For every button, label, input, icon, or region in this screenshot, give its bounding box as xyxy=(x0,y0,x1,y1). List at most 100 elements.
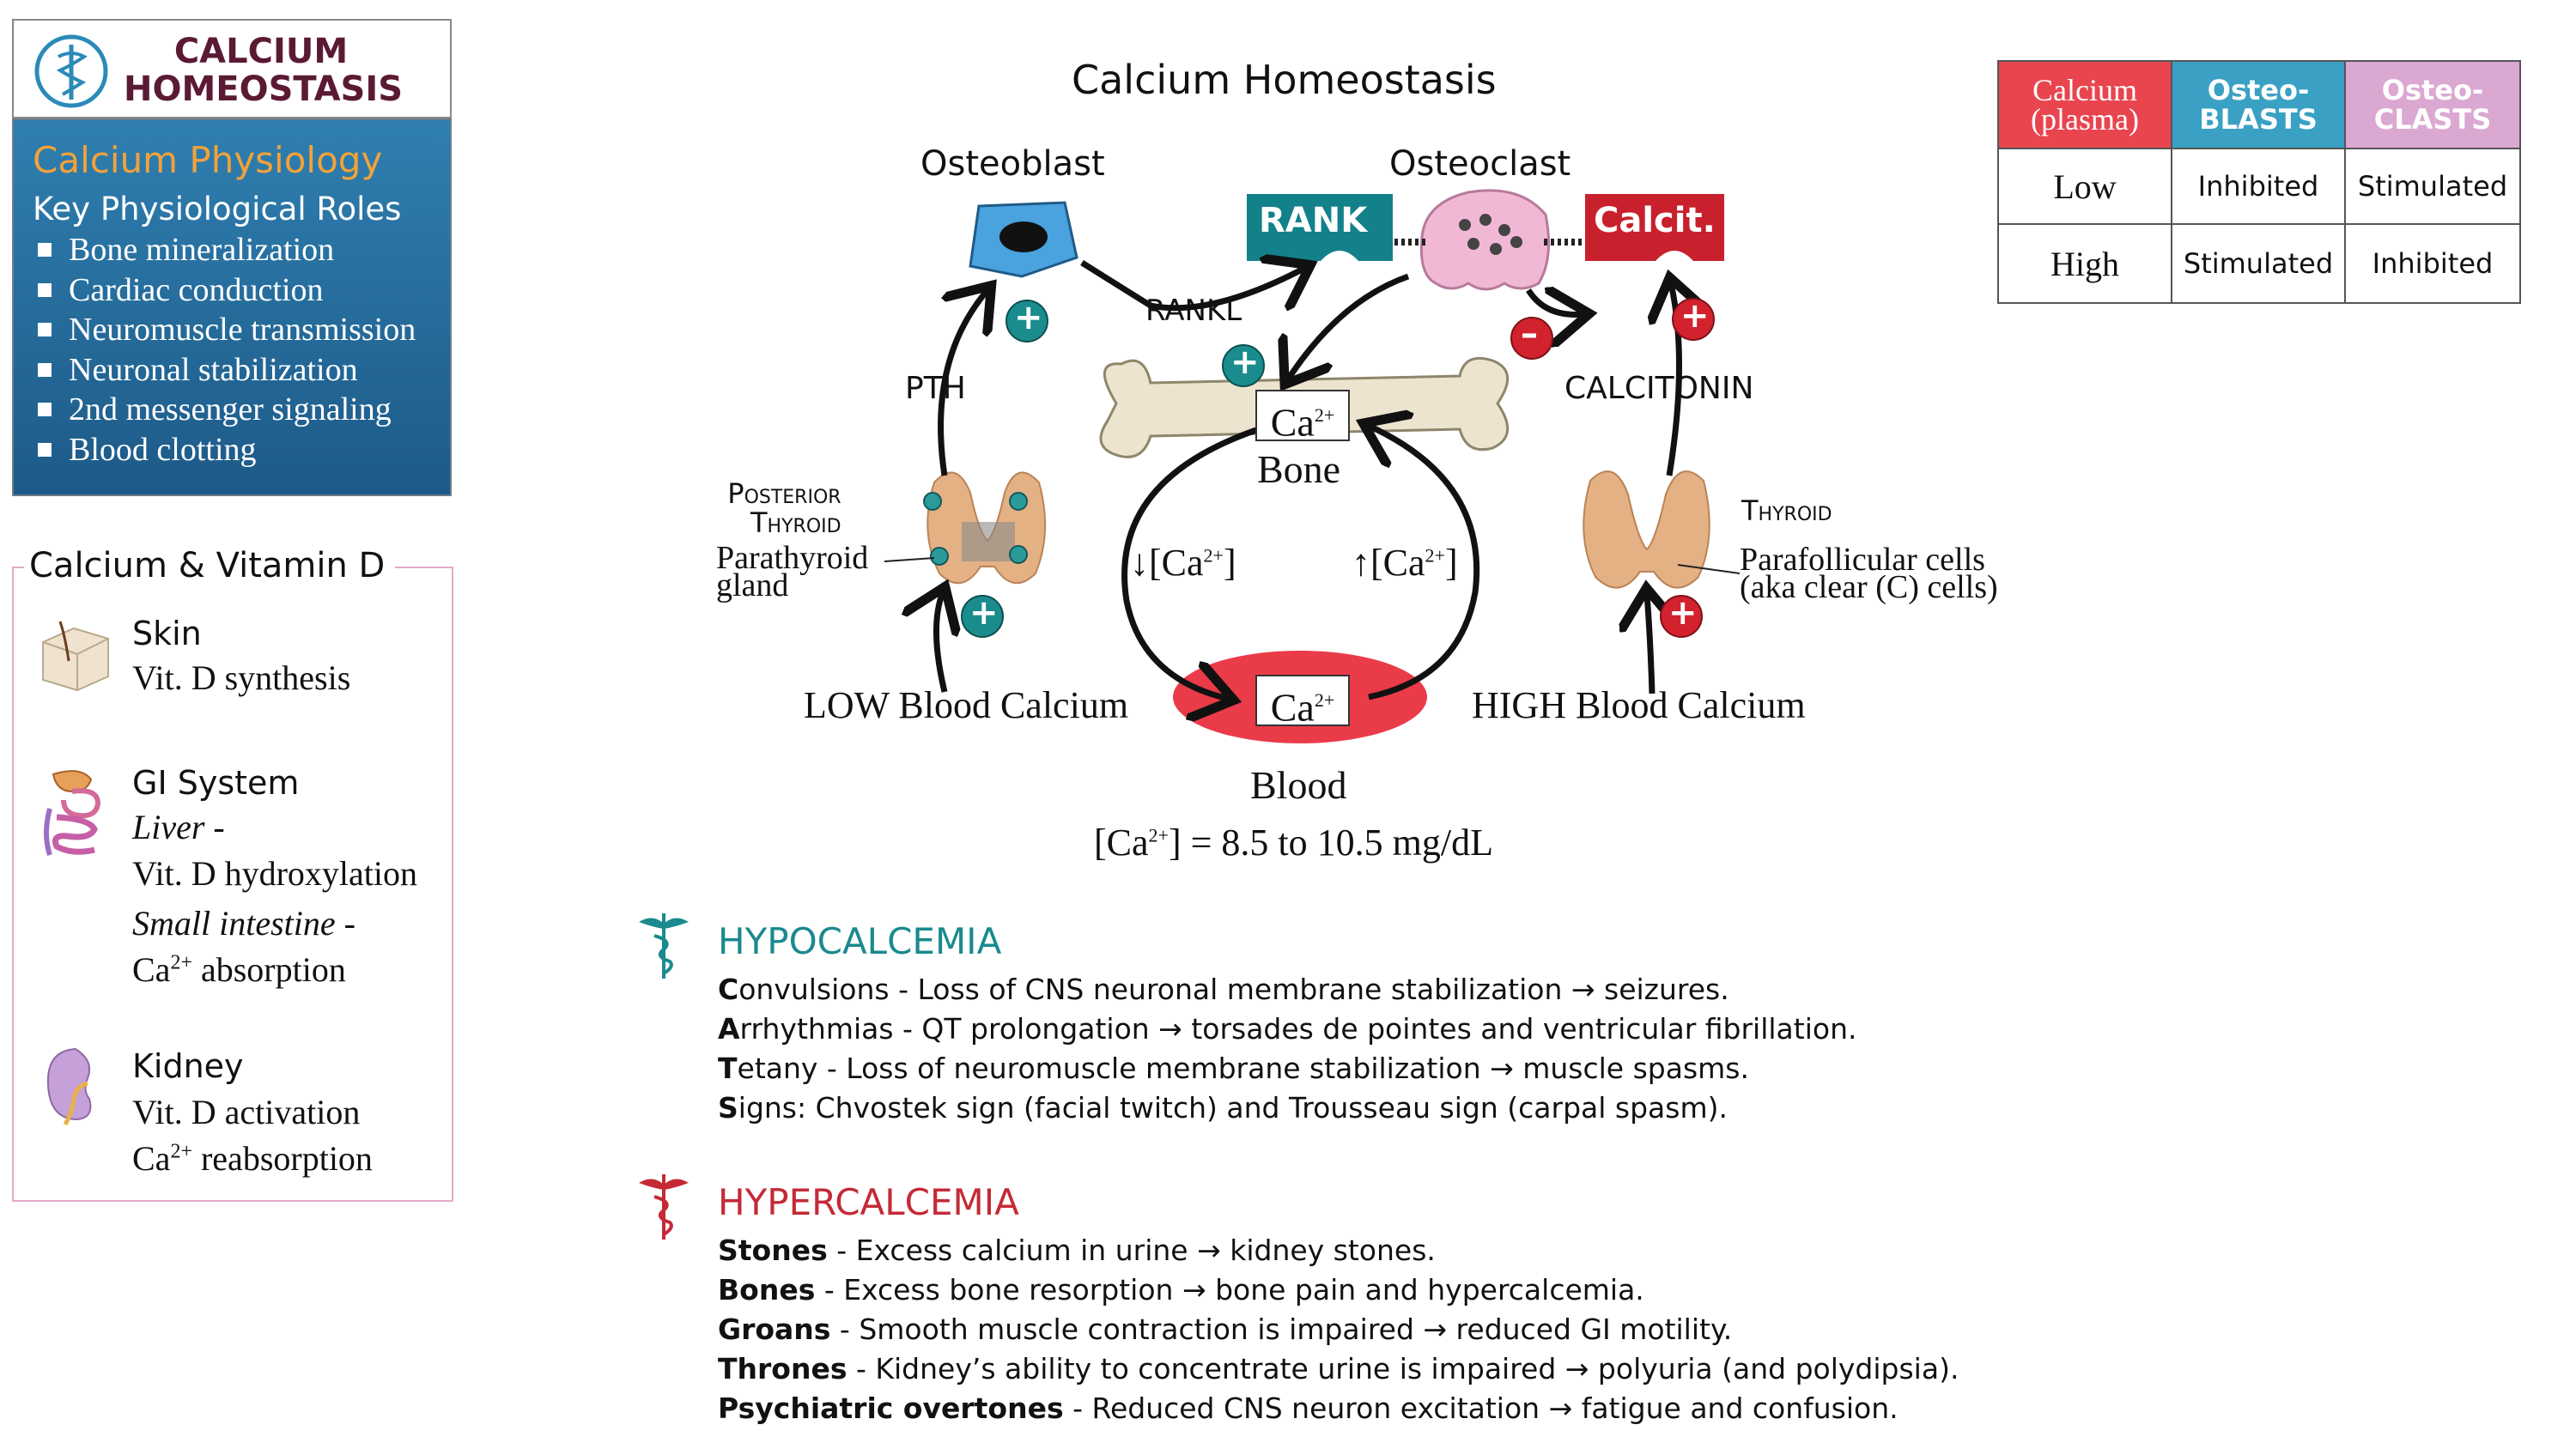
header-line: BLASTS xyxy=(2199,103,2318,136)
high-blood-calcium-label: HIGH Blood Calcium xyxy=(1472,684,1806,726)
charge-superscript: 2+ xyxy=(1203,544,1224,567)
table-cell: Stimulated xyxy=(2172,225,2346,302)
bracket-text: ] xyxy=(1444,542,1458,584)
list-item: 2nd messenger signaling xyxy=(33,390,416,430)
pth-label: PTH xyxy=(905,371,966,406)
table-header-osteoclasts: Osteo-CLASTS xyxy=(2346,62,2519,149)
gi-system-icon xyxy=(44,770,101,856)
bone-label: Bone xyxy=(1257,447,1341,491)
diagram-title: Calcium Homeostasis xyxy=(1072,57,1497,103)
thyroid-to-calcit-arrow xyxy=(1669,283,1680,476)
vitamin-d-title: Calcium & Vitamin D xyxy=(24,546,396,585)
item-text: onvulsions - Loss of CNS neuronal membra… xyxy=(738,973,1729,1006)
list-item: Cardiac conduction xyxy=(33,270,416,311)
parathyroid-line-2: gland xyxy=(716,567,789,603)
hypercalcemia-heading: HYPERCALCEMIA xyxy=(718,1181,1019,1223)
charge-superscript: 2+ xyxy=(1148,824,1169,846)
list-item: Bone mineralization xyxy=(33,230,416,270)
list-item: Arrhythmias - QT prolongation → torsades… xyxy=(718,1009,1857,1049)
caduceus-logo-icon xyxy=(34,34,108,108)
intestine-label: Small intestine - xyxy=(132,904,355,943)
skin-label: Skin xyxy=(132,615,202,652)
bullet-icon xyxy=(38,243,52,258)
posterior-thyroid-icon xyxy=(923,471,1047,585)
table-cell: Stimulated xyxy=(2346,149,2519,225)
mnemonic-word: Thrones xyxy=(718,1352,848,1385)
intestine-desc: Ca2+ absorption xyxy=(132,949,346,990)
parafollicular-pointer xyxy=(1677,564,1741,574)
item-text: rrhythmias - QT prolongation → torsades … xyxy=(739,1012,1857,1046)
calcitonin-plus-icon xyxy=(1672,298,1715,341)
ca-text: Ca xyxy=(1270,685,1315,730)
range-post-text: ] = 8.5 to 10.5 mg/dL xyxy=(1168,822,1493,864)
kidney-desc-1: Vit. D activation xyxy=(132,1093,361,1131)
table-cell: Low xyxy=(1999,149,2172,225)
low-blood-calcium-label: LOW Blood Calcium xyxy=(804,684,1129,726)
posterior-thyroid-line-1: Posterior xyxy=(727,477,841,510)
plus-sign: + xyxy=(1014,298,1043,337)
parafollicular-cells-label: Parafollicular cells (aka clear (C) cell… xyxy=(1740,543,1998,603)
bullet-icon xyxy=(38,442,52,457)
table-header-calcium: Calcium(plasma) xyxy=(1999,62,2172,149)
kidney-icon xyxy=(46,1047,92,1126)
hypocalcemia-list: Convulsions - Loss of CNS neuronal membr… xyxy=(718,970,1857,1128)
calcitonin-label: CALCITONIN xyxy=(1564,371,1754,406)
liver-desc: Vit. D hydroxylation xyxy=(132,854,418,893)
list-item: Stones - Excess calcium in urine → kidne… xyxy=(718,1231,1959,1270)
high-to-thyroid-arrow xyxy=(1647,594,1652,694)
mnemonic-letter: C xyxy=(718,973,739,1006)
title-card: CALCIUM HOMEOSTASIS xyxy=(12,19,452,118)
ca-text: Ca xyxy=(132,950,171,989)
role-text: Cardiac conduction xyxy=(69,271,324,308)
osteoclast-to-bone-arrow xyxy=(1288,273,1410,379)
title-line-2: HOMEOSTASIS xyxy=(124,70,404,109)
bullet-icon xyxy=(38,403,52,417)
osteoclast-minus-icon xyxy=(1510,317,1553,360)
osteoclast-label: Osteoclast xyxy=(1389,144,1571,184)
homeostasis-diagram xyxy=(884,189,1741,743)
item-text: - Smooth muscle contraction is impaired … xyxy=(830,1313,1733,1346)
range-pre-text: [Ca xyxy=(1094,822,1149,864)
increase-calcium-label: ↑[Ca2+] xyxy=(1352,541,1458,585)
item-text: - Reduced CNS neuron excitation → fatigu… xyxy=(1063,1391,1899,1425)
bullet-icon xyxy=(38,362,52,377)
bone-to-blood-arrow xyxy=(1121,426,1261,699)
list-item: Psychiatric overtones - Reduced CNS neur… xyxy=(718,1389,1959,1428)
mnemonic-word: Stones xyxy=(718,1234,828,1267)
normal-range-label: [Ca2+] = 8.5 to 10.5 mg/dL xyxy=(1094,821,1493,864)
calcitonin-receptor-icon xyxy=(1585,194,1724,261)
charge-superscript: 2+ xyxy=(1314,404,1335,426)
mnemonic-word: Psychiatric overtones xyxy=(718,1391,1064,1425)
pth-osteoblast-plus-icon xyxy=(1005,300,1048,343)
caduceus-red-icon xyxy=(639,1174,689,1240)
parathyroid-pointer xyxy=(884,557,935,562)
absorption-text: absorption xyxy=(191,950,346,989)
header-line: CLASTS xyxy=(2373,103,2492,136)
physiology-heading: Calcium Physiology xyxy=(33,139,383,181)
mnemonic-letter: S xyxy=(718,1091,738,1125)
role-text: 2nd messenger signaling xyxy=(69,391,392,427)
table-cell: High xyxy=(1999,225,2172,302)
thyroid-label: Thyroid xyxy=(1741,494,1832,527)
table-cell: Inhibited xyxy=(2172,149,2346,225)
header-line: Osteo- xyxy=(2207,74,2310,106)
hypocalcemia-heading: HYPOCALCEMIA xyxy=(718,920,1002,962)
list-item: Convulsions - Loss of CNS neuronal membr… xyxy=(718,970,1857,1009)
thyroid-icon xyxy=(1583,470,1710,589)
list-item: Blood clotting xyxy=(33,430,416,470)
rankl-label: RANKL xyxy=(1145,294,1242,328)
bracket-text: ] xyxy=(1223,542,1236,584)
role-text: Neuromuscle transmission xyxy=(69,312,416,348)
bone-plus-icon xyxy=(1222,344,1265,387)
charge-superscript: 2+ xyxy=(1314,689,1335,711)
mnemonic-word: Groans xyxy=(718,1313,831,1346)
table-cell: Inhibited xyxy=(2372,247,2494,280)
gi-label: GI System xyxy=(132,764,300,802)
list-item: Neuronal stabilization xyxy=(33,350,416,391)
plus-sign: + xyxy=(1668,593,1698,633)
posterior-thyroid-line-2: Thyroid xyxy=(750,506,841,539)
kidney-label: Kidney xyxy=(132,1047,244,1085)
list-item: Tetany - Loss of neuromuscle membrane st… xyxy=(718,1049,1857,1088)
mnemonic-word: Bones xyxy=(718,1273,816,1307)
pth-to-osteoblast-arrow xyxy=(938,290,987,476)
